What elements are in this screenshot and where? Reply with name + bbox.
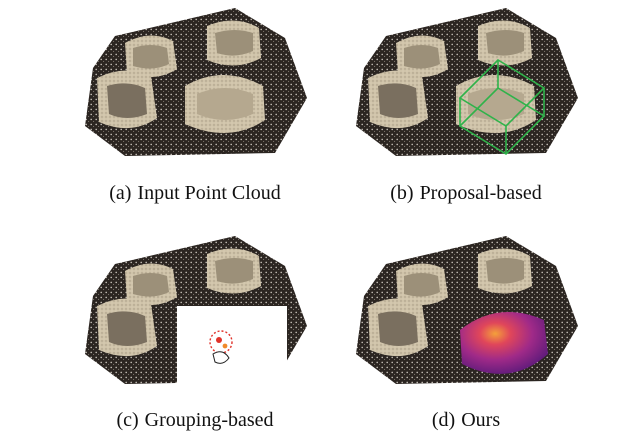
grouping-cluster (209, 330, 233, 364)
caption-b-label: (b) (390, 182, 414, 204)
caption-c-label: (c) (116, 409, 139, 431)
point-cloud-scene-b (356, 8, 578, 156)
chair-top-left (125, 35, 177, 78)
panel-c-image (85, 236, 313, 386)
chair-left (97, 70, 157, 129)
caption-d: (d)Ours (336, 408, 596, 432)
caption-b-text: Proposal-based (419, 182, 542, 204)
proposal-bounding-box (458, 58, 546, 156)
caption-d-label: (d) (431, 409, 456, 431)
panel-b-image (356, 8, 584, 158)
heatmap-chair (460, 312, 548, 374)
caption-c: (c)Grouping-based (65, 408, 325, 432)
chair-center (185, 75, 265, 134)
caption-d-text: Ours (461, 409, 501, 431)
panel-a-image (85, 8, 313, 158)
caption-b: (b)Proposal-based (336, 181, 596, 205)
point-cloud-scene-d (356, 236, 578, 384)
point-cloud-scene-a (85, 8, 307, 156)
caption-c-text: Grouping-based (144, 409, 274, 431)
point-cloud-scene-c (85, 236, 307, 386)
chair-top-right (207, 20, 261, 66)
panel-d-image (356, 236, 584, 386)
caption-a-text: Input Point Cloud (137, 182, 281, 204)
caption-a: (a)Input Point Cloud (65, 181, 325, 205)
caption-a-label: (a) (109, 182, 132, 204)
